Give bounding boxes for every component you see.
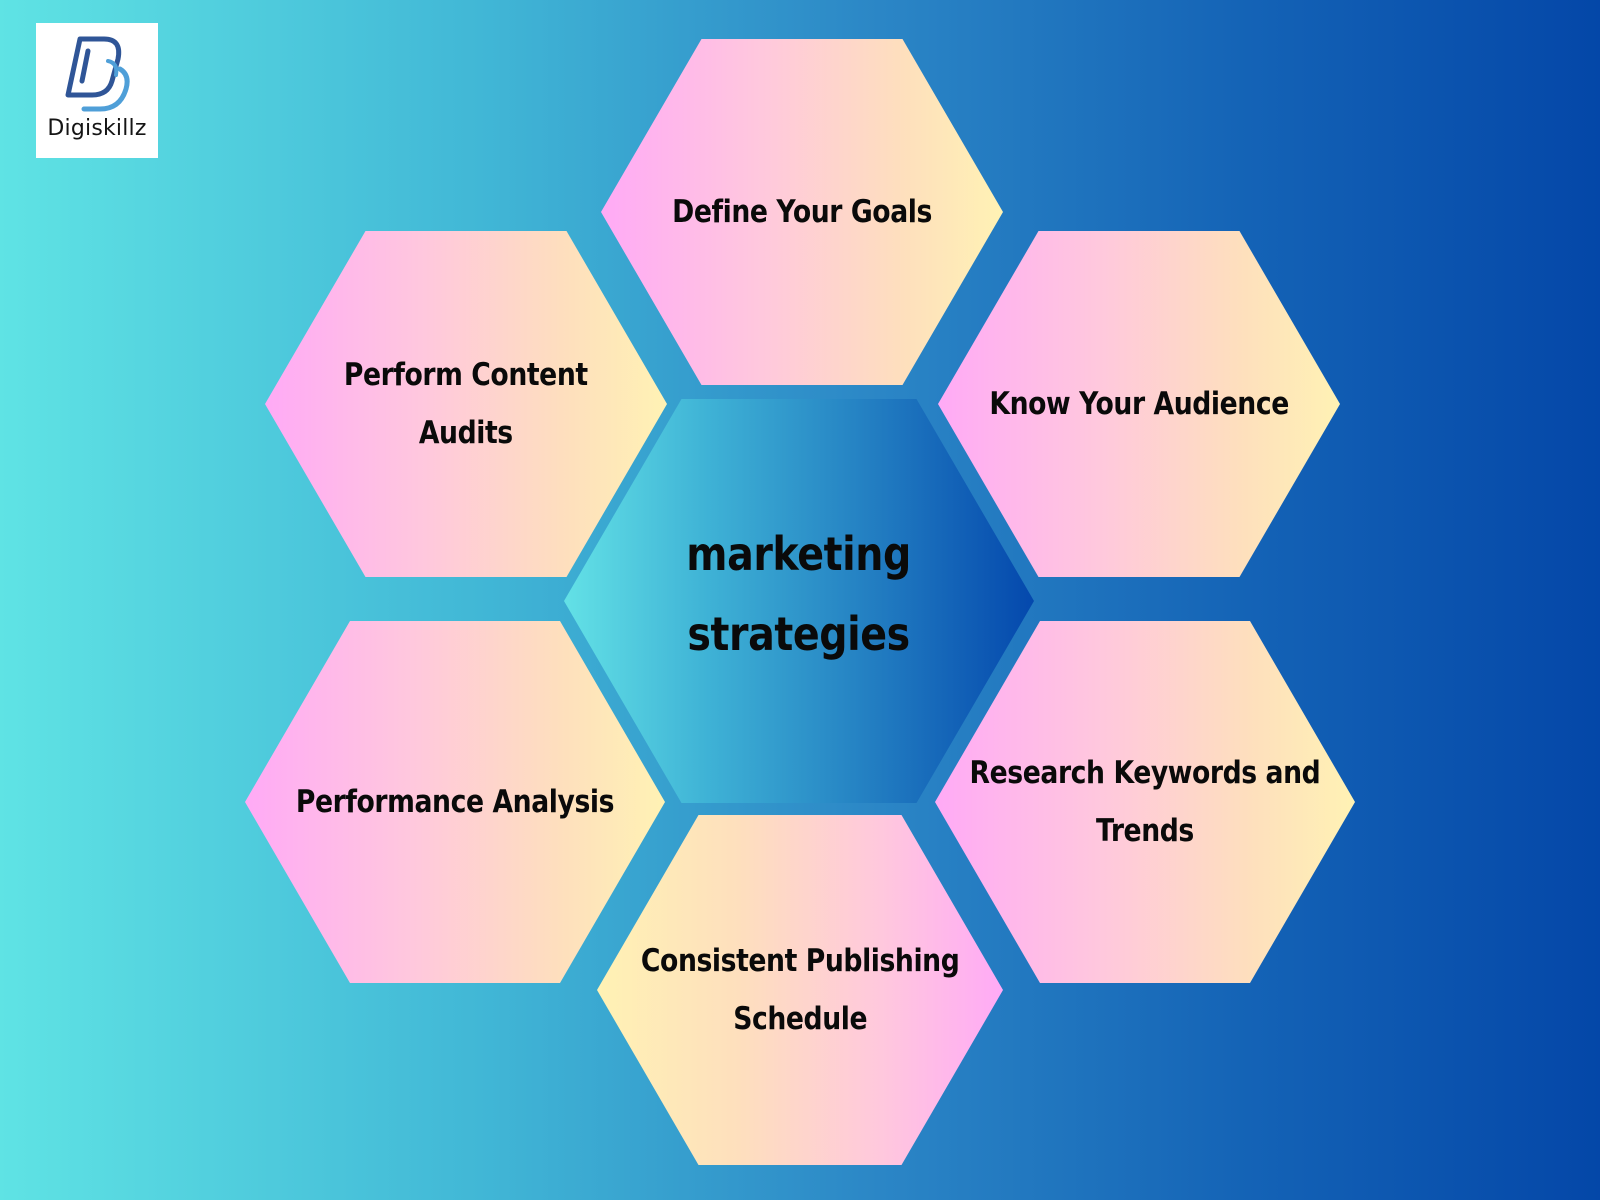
hexagon-label: Define Your Goals [667,183,937,241]
digiskillz-logo: Digiskillz [36,23,158,158]
hexagon-label-line: Performance Analysis [295,784,615,820]
hexagon-label-line: Schedule [733,1001,867,1037]
brand-name: Digiskillz [47,116,147,141]
hexagon-know-your-audience: Know Your Audience [938,231,1340,577]
dc-monogram-icon [65,36,130,112]
hexagon-label-line: Research Keywords and [969,755,1321,791]
hexagon-define-your-goals: Define Your Goals [601,39,1003,385]
center-label-line: strategies [687,607,911,661]
hexagon-label: Know Your Audience [984,375,1294,433]
hexagon-label-line: Audits [419,415,513,451]
hexagon-performance-analysis: Performance Analysis [245,621,665,983]
hexagon-label-line: Perform Content [344,357,588,393]
hexagon-research-keywords-and-trends: Research Keywords and Trends [935,621,1355,983]
hexagon-label: Consistent Publishing Schedule [636,932,965,1048]
hexagon-perform-content-audits: Perform Content Audits [265,231,667,577]
center-label-line: marketing [686,527,912,581]
hexagon-label: Perform Content Audits [339,346,593,462]
hexagon-label: Performance Analysis [291,773,619,831]
hexagon-label-line: Consistent Publishing [640,943,960,979]
hexagon-label: Research Keywords and Trends [964,744,1325,860]
hexagon-label-line: Define Your Goals [672,194,932,230]
hexagon-label-line: Know Your Audience [989,386,1289,422]
center-label: marketing strategies [687,514,912,674]
hexagon-label-line: Trends [1096,813,1194,849]
hexagon-consistent-publishing-schedule: Consistent Publishing Schedule [597,815,1003,1165]
